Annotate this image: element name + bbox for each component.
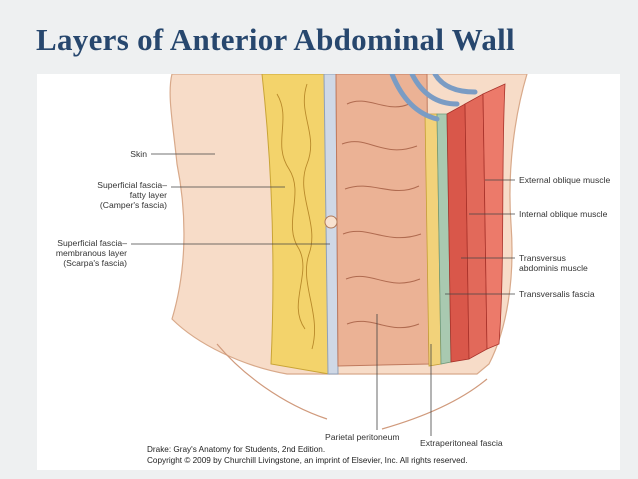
- label-transversalis-fascia: Transversalis fascia: [519, 289, 595, 299]
- intestine-folds: [341, 100, 422, 329]
- hip-crease: [216, 343, 328, 420]
- slide-title: Layers of Anterior Abdominal Wall: [36, 22, 515, 57]
- label-transversus: Transversus abdominis muscle: [519, 253, 588, 273]
- label-skin: Skin: [130, 149, 147, 159]
- ribs: [389, 74, 478, 122]
- external-oblique-muscle: [482, 83, 506, 350]
- fatty-layer: [261, 74, 330, 375]
- label-extraperitoneal-fascia: Extraperitoneal fascia: [420, 438, 503, 448]
- label-parietal-peritoneum: Parietal peritoneum: [325, 432, 400, 442]
- intestines: [335, 74, 430, 367]
- label-campers-fascia: Superficial fascia– fatty layer (Camper'…: [97, 180, 167, 210]
- groin-line: [381, 378, 488, 430]
- fat-veins: [276, 83, 316, 350]
- umbilicus: [324, 215, 338, 229]
- label-scarpas-fascia: Superficial fascia– membranous layer (Sc…: [55, 238, 127, 268]
- image-credit: Drake: Gray's Anatomy for Students, 2nd …: [147, 445, 468, 465]
- label-internal-oblique: Internal oblique muscle: [519, 209, 608, 219]
- label-external-oblique: External oblique muscle: [519, 175, 611, 185]
- abdominal-wall-illustration: [131, 74, 528, 436]
- leader-lines: [131, 153, 515, 436]
- anatomy-figure: Skin Superficial fascia– fatty layer (Ca…: [37, 74, 620, 470]
